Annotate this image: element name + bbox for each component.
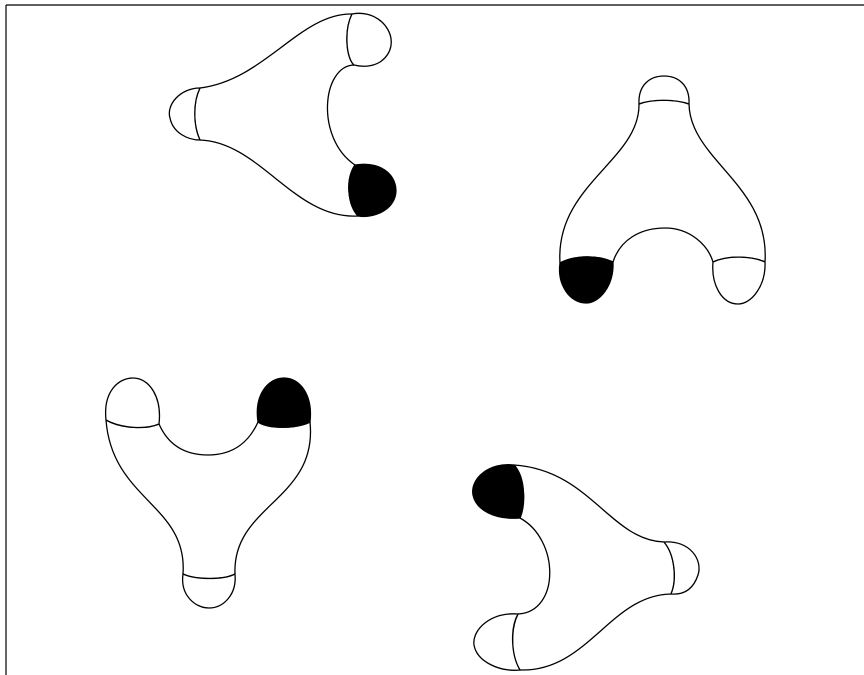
pants-top-right-cap-right (713, 257, 765, 304)
pants-bottom-right-cap-bottom (474, 614, 520, 670)
pants-bottom-left-cap-left (106, 378, 160, 427)
pants-bottom-left (106, 378, 311, 608)
pants-top-left-cap-marked (349, 164, 396, 216)
pants-bottom-right-cap-marked (473, 465, 524, 519)
pants-top-left (169, 13, 396, 216)
pants-top-left-cap-left (169, 88, 200, 140)
pants-top-left-body (195, 14, 358, 216)
pants-top-left-cap-upper (347, 13, 391, 66)
pants-top-right-body (560, 100, 765, 263)
pants-bottom-left-cap-marked (257, 378, 310, 427)
pants-bottom-right (473, 465, 699, 671)
pants-top-right-cap-marked (560, 257, 613, 303)
pants-top-right-cap-top (639, 76, 689, 104)
pants-bottom-right-body (513, 465, 675, 670)
pants-bottom-left-body (106, 420, 311, 579)
pants-top-right (560, 76, 766, 304)
pants-bottom-left-cap-bottom (183, 574, 236, 608)
